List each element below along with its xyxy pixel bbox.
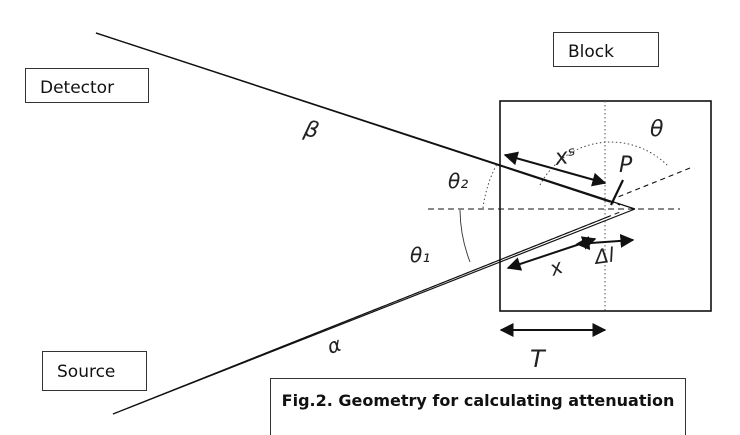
figure-caption: Fig.2. Geometry for calculating attenuat… (270, 378, 686, 435)
oblique-dashed-line (617, 167, 691, 198)
t-symbol: T (530, 345, 547, 373)
theta1-symbol: θ₁ (410, 243, 430, 267)
delta-l-arrow (575, 233, 635, 251)
beta-symbol: β (301, 116, 322, 144)
theta-symbol: θ (650, 117, 664, 142)
theta2-symbol: θ₂ (448, 169, 468, 193)
p-pointer-line (610, 179, 624, 206)
delta-l-symbol: Δl (591, 242, 616, 269)
detector-label: Detector (25, 68, 149, 103)
alpha-symbol: α (324, 332, 344, 359)
p-symbol: P (619, 153, 633, 178)
theta2-arc (482, 163, 498, 209)
source-label: Source (42, 351, 147, 391)
xs-arrow (503, 151, 607, 187)
x-symbol: x (546, 254, 566, 281)
xs-symbol: xˢ (552, 143, 577, 171)
block-label: Block (553, 32, 659, 67)
theta1-arc (459, 209, 471, 263)
